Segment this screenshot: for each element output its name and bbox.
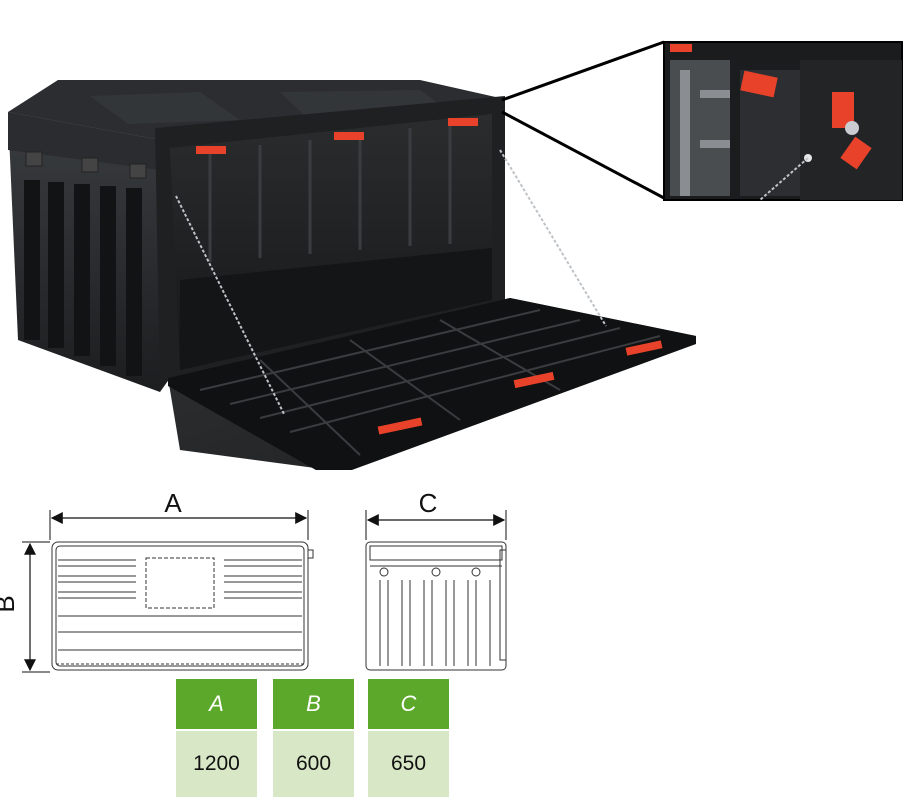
dimension-b-label: B [0,595,20,612]
support-chain [175,149,607,415]
toolbox-open-photo [8,40,903,470]
spec-value-c: 650 [368,731,449,797]
toolbox-lid [168,298,696,470]
dimension-drawing: A B C [0,488,507,673]
side-view-drawing [365,541,507,671]
callout-lines [501,40,665,200]
spec-column-a: A 1200 [176,679,257,797]
dimension-b: B [0,541,50,673]
toolbox-side [8,112,160,392]
dimension-a-label: A [164,488,182,518]
spec-header-a: A [176,679,257,729]
front-view-drawing [51,541,314,671]
spec-column-b: B 600 [273,679,354,797]
toolbox-front-frame [155,96,505,392]
spec-header-b: B [273,679,354,729]
padlock-latch-closeup [663,41,903,201]
dimension-c: C [365,488,507,540]
spec-value-b: 600 [273,731,354,797]
spec-column-c: C 650 [368,679,449,797]
spec-value-a: 1200 [176,731,257,797]
dimension-c-label: C [419,488,438,518]
spec-header-c: C [368,679,449,729]
dimension-a: A [49,488,309,540]
